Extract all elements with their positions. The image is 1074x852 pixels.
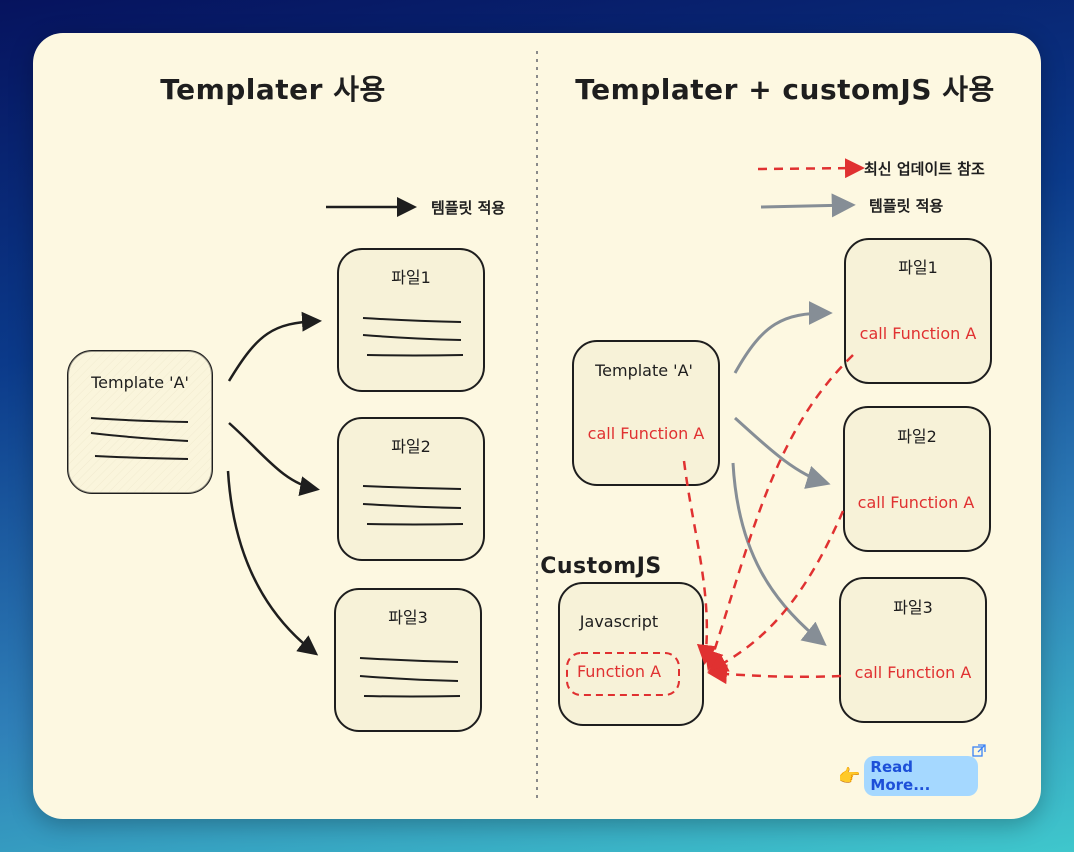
left-title: Templater 사용 <box>160 73 386 106</box>
right-file-3-label: 파일3 <box>893 598 933 617</box>
right-file-1-label: 파일1 <box>898 258 938 277</box>
ref-arrow-from-template <box>682 460 717 665</box>
left-template-label: Template 'A' <box>90 373 189 392</box>
right-legend-apply: 템플릿 적용 <box>869 197 943 215</box>
left-template-box: Template 'A' <box>67 350 213 494</box>
right-file-3-box: 파일3 call Function A <box>839 577 987 723</box>
right-template-box: Template 'A' call Function A <box>572 340 720 486</box>
right-file-2-call: call Function A <box>858 493 975 512</box>
ref-arrow-from-file-1 <box>704 354 854 671</box>
left-arrow-to-file-2 <box>228 422 320 496</box>
customjs-label: CustomJS <box>540 554 662 579</box>
left-file-1-label: 파일1 <box>391 268 431 287</box>
right-template-label: Template 'A' <box>594 361 693 380</box>
right-file-1-call: call Function A <box>860 324 977 343</box>
left-legend-apply: 템플릿 적용 <box>431 199 505 217</box>
read-more-button[interactable]: 👉 Read More... <box>838 756 978 796</box>
right-file-2-label: 파일2 <box>897 427 937 446</box>
right-arrow-to-file-2 <box>734 416 831 489</box>
left-file-3-box: 파일3 <box>334 588 482 732</box>
right-file-2-box: 파일2 call Function A <box>843 406 991 552</box>
left-file-2-label: 파일2 <box>391 437 431 456</box>
right-title: Templater + customJS 사용 <box>575 73 995 106</box>
right-legend-ref-arrow <box>757 158 865 179</box>
external-link-icon[interactable] <box>972 744 986 758</box>
right-template-call: call Function A <box>588 424 705 443</box>
right-legend-ref: 최신 업데이트 참조 <box>864 160 985 178</box>
js-function-outline <box>566 652 680 696</box>
js-box: Javascript Function A <box>558 582 704 726</box>
ref-arrow-from-file-3 <box>707 664 842 685</box>
right-legend-apply-arrow <box>760 193 856 218</box>
left-arrow-to-file-3 <box>226 470 319 656</box>
ref-arrow-from-file-2 <box>707 510 845 672</box>
left-file-3-label: 파일3 <box>388 608 428 627</box>
read-more-label: Read More... <box>864 756 978 796</box>
diagram-canvas: Templater 사용 템플릿 적용 Template 'A' 파일1 파일2 <box>67 51 995 803</box>
right-arrow-to-file-1 <box>733 301 833 374</box>
pointing-hand-icon: 👉 <box>838 765 861 787</box>
js-function-label: Function A <box>577 662 661 681</box>
left-arrow-to-file-1 <box>227 311 322 382</box>
left-file-2-box: 파일2 <box>337 417 485 561</box>
js-box-label: Javascript <box>579 612 658 631</box>
left-file-1-box: 파일1 <box>337 248 485 392</box>
right-arrow-to-file-3 <box>731 462 827 646</box>
right-file-3-call: call Function A <box>855 663 972 682</box>
right-file-1-box: 파일1 call Function A <box>844 238 992 384</box>
diagram-card: Templater 사용 템플릿 적용 Template 'A' 파일1 파일2 <box>33 33 1041 819</box>
